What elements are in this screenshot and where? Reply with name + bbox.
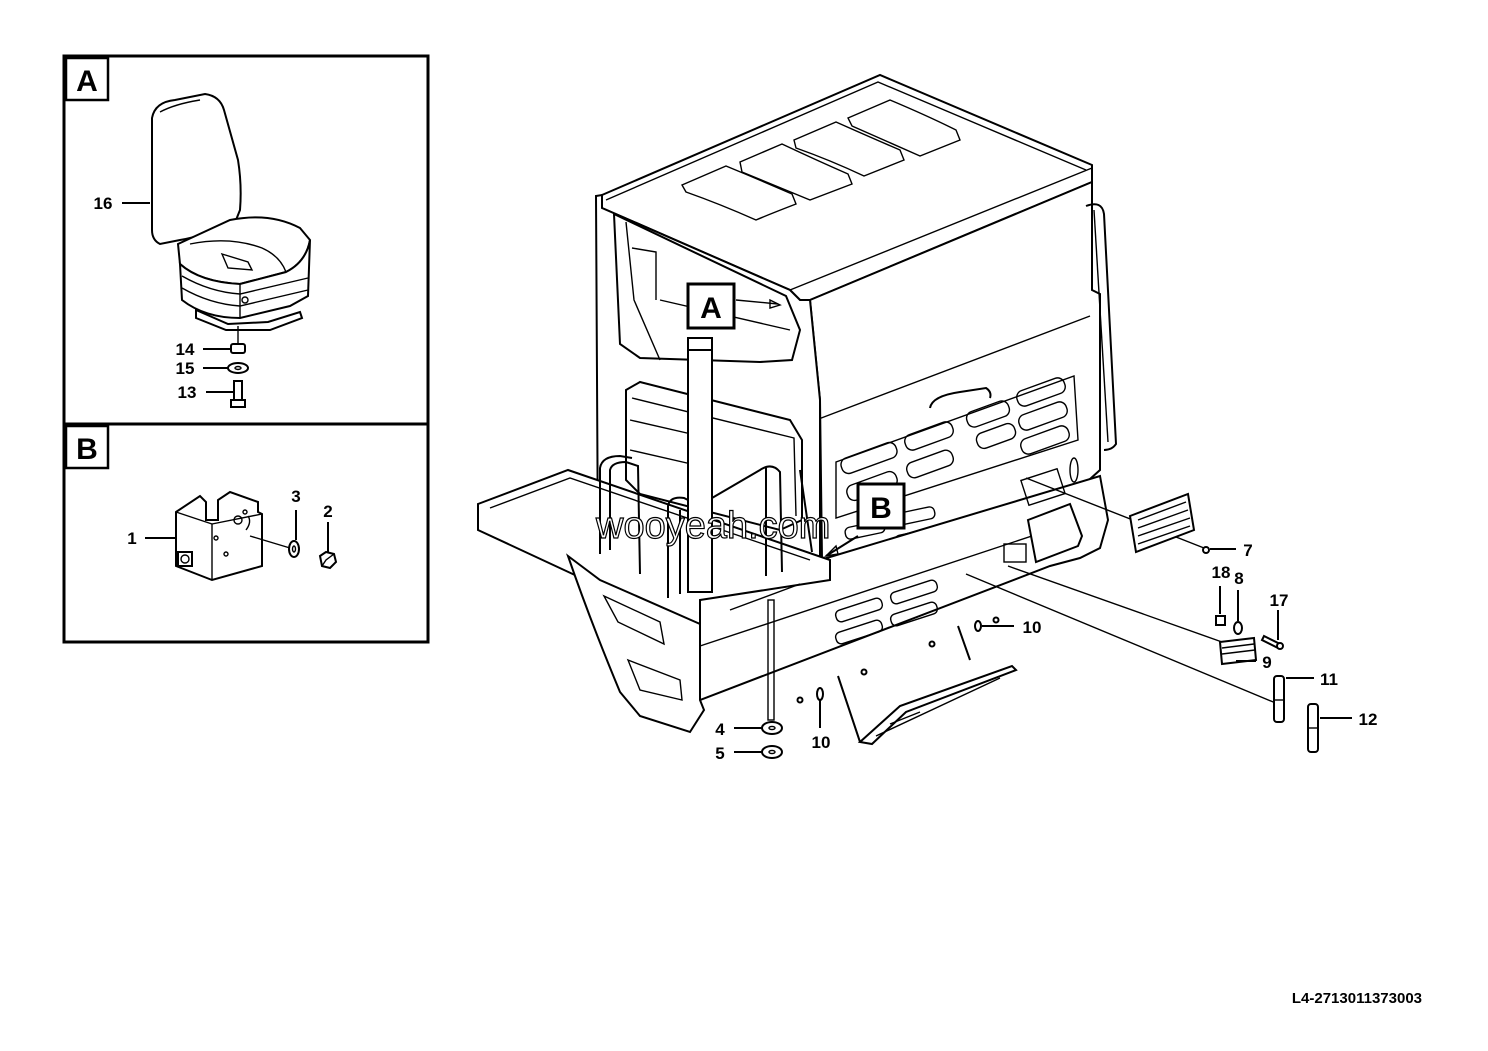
callout-12: 12 <box>1359 710 1378 729</box>
callout-18: 18 <box>1212 563 1231 582</box>
rear-grille <box>835 375 1079 519</box>
callout-13: 13 <box>178 383 197 402</box>
bolt-17 <box>1260 634 1284 650</box>
callout-3: 3 <box>291 487 300 506</box>
callout-4: 4 <box>715 720 725 739</box>
view-marker-a-letter: A <box>700 292 722 325</box>
decal-11 <box>1273 675 1285 723</box>
callout-16: 16 <box>94 194 113 213</box>
washer-5 <box>761 745 783 759</box>
cab-illustration <box>477 73 1118 746</box>
access-step <box>837 625 1018 746</box>
vent-grille-7 <box>1128 492 1210 554</box>
seat-illustration <box>151 92 312 331</box>
hardware-18 <box>1215 615 1226 626</box>
detail-b-letter: B <box>76 433 98 466</box>
detail-box-b: B 1 3 2 <box>62 422 430 644</box>
nut-14 <box>230 343 246 354</box>
view-marker-a: A <box>686 282 736 330</box>
fasteners-10-upper <box>928 616 1000 648</box>
callout-10-lower: 10 <box>812 733 831 752</box>
callout-8: 8 <box>1234 569 1243 588</box>
view-marker-b: B <box>823 482 906 558</box>
callout-1: 1 <box>127 529 136 548</box>
callout-14: 14 <box>176 340 195 359</box>
watermark: wooyeah.com <box>595 505 830 547</box>
roof-panels <box>681 99 961 221</box>
callout-7: 7 <box>1243 541 1252 560</box>
callout-2: 2 <box>323 502 332 521</box>
callout-15: 15 <box>176 359 195 378</box>
washer-15 <box>227 362 249 374</box>
callout-11: 11 <box>1320 670 1338 689</box>
lower-side-slots <box>834 457 1079 645</box>
bolt-13 <box>230 380 246 408</box>
callout-17: 17 <box>1270 591 1289 610</box>
washer-8 <box>1233 621 1243 635</box>
callout-5: 5 <box>715 744 724 763</box>
callout-10-upper: 10 <box>1023 618 1042 637</box>
detail-a-letter: A <box>76 65 98 98</box>
view-marker-b-letter: B <box>870 492 892 525</box>
detail-box-a: A <box>62 54 430 426</box>
callout-9: 9 <box>1262 653 1271 672</box>
nut-2 <box>318 550 338 570</box>
fasteners-10-lower <box>796 668 868 704</box>
latch-bracket <box>175 490 263 582</box>
vent-grille-9 <box>1218 636 1258 666</box>
drawing-code: L4-2713011373003 <box>1292 990 1422 1007</box>
decal-12 <box>1307 703 1319 753</box>
washer-4 <box>761 721 783 735</box>
washer-3 <box>288 540 300 558</box>
